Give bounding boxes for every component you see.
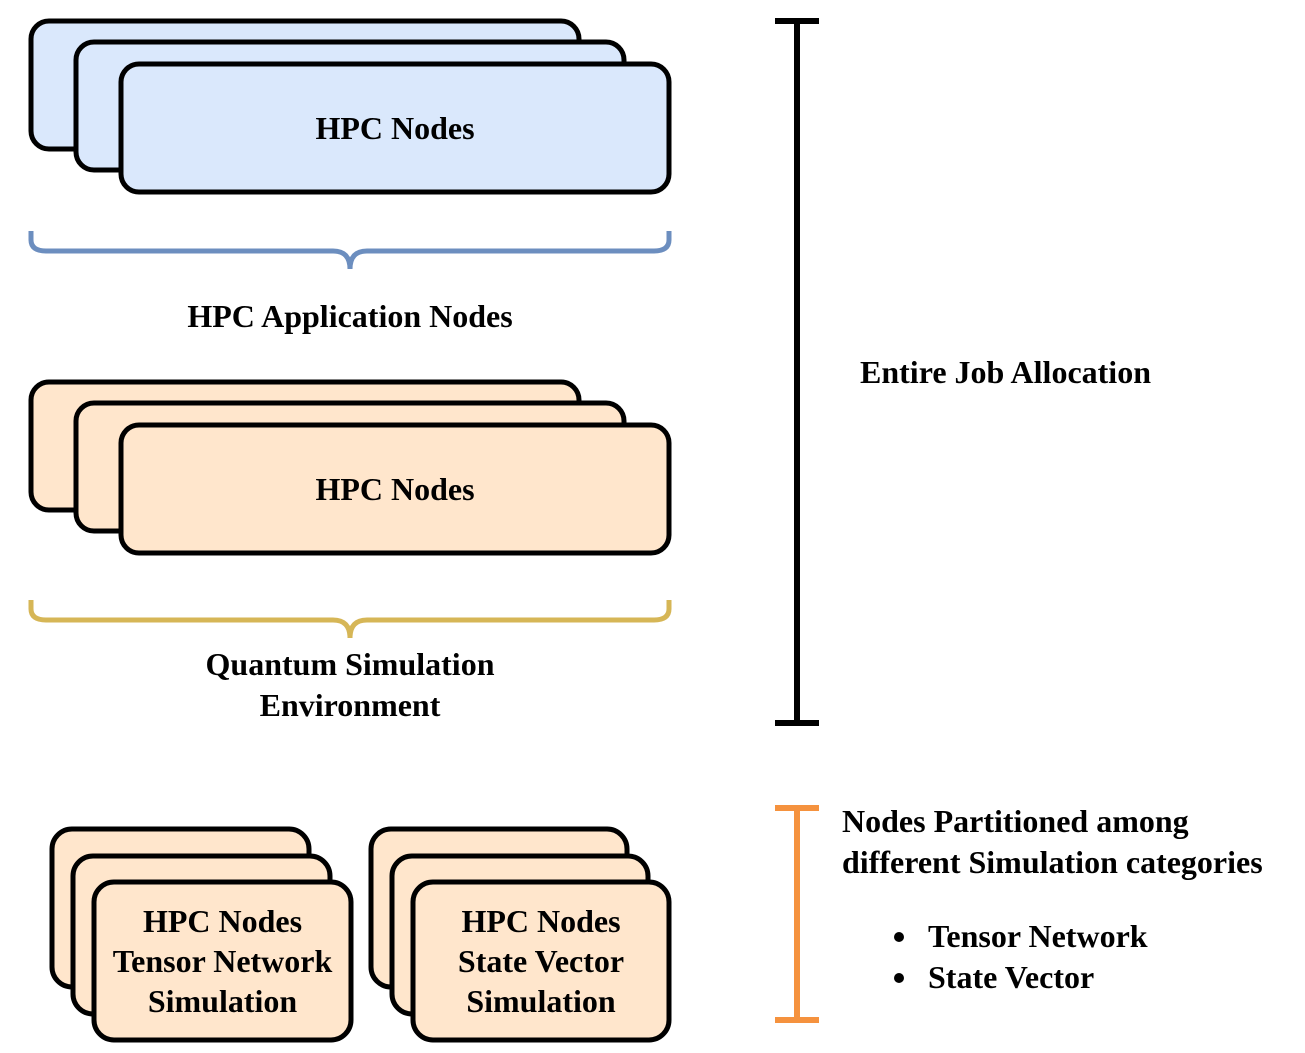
partition-label: Nodes Partitioned among different Simula… (842, 801, 1263, 883)
quantum-group-label-line2: Environment (259, 687, 441, 723)
statevector-node-card-front (410, 879, 672, 1043)
quantum-nodes-label-text: HPC Nodes (315, 471, 475, 507)
allocation-bar (775, 18, 819, 726)
quantum-node-stack (28, 379, 672, 556)
statevector-label-line1: HPC Nodes (461, 903, 621, 939)
partition-label-line2: different Simulation categories (842, 844, 1263, 880)
category-item-statevector: State Vector (894, 957, 1148, 998)
app-nodes-brace (28, 231, 672, 270)
app-group-label: HPC Application Nodes (90, 296, 610, 337)
tensor-label-line2: Tensor Network (112, 943, 333, 979)
app-node-stack (28, 18, 672, 195)
app-nodes-label: HPC Nodes (121, 64, 669, 192)
tensor-node-card-front (91, 879, 354, 1043)
app-group-label-text: HPC Application Nodes (187, 298, 513, 334)
statevector-node-stack (368, 826, 672, 1043)
allocation-label: Entire Job Allocation (860, 352, 1151, 393)
quantum-group-label-line1: Quantum Simulation (205, 646, 495, 682)
quantum-env-brace (28, 600, 672, 639)
statevector-nodes-label: HPC Nodes State Vector Simulation (413, 882, 669, 1040)
app-nodes-label-text: HPC Nodes (315, 110, 475, 146)
app-node-card-front (118, 61, 672, 195)
statevector-label-line2: State Vector (457, 943, 625, 979)
partition-label-line1: Nodes Partitioned among (842, 803, 1189, 839)
quantum-nodes-label: HPC Nodes (121, 425, 669, 553)
tensor-label-line3: Simulation (147, 983, 298, 1019)
statevector-label-line3: Simulation (466, 983, 616, 1019)
partition-bar (775, 805, 819, 1023)
quantum-group-label: Quantum Simulation Environment (90, 644, 610, 726)
quantum-node-card-front (118, 422, 672, 556)
category-list: Tensor Network State Vector (894, 916, 1148, 998)
allocation-label-text: Entire Job Allocation (860, 354, 1151, 390)
tensor-label-line1: HPC Nodes (142, 903, 303, 939)
tensor-nodes-label: HPC Nodes Tensor Network Simulation (94, 882, 351, 1040)
tensor-node-stack (49, 826, 354, 1043)
category-item-tensor: Tensor Network (894, 916, 1148, 957)
